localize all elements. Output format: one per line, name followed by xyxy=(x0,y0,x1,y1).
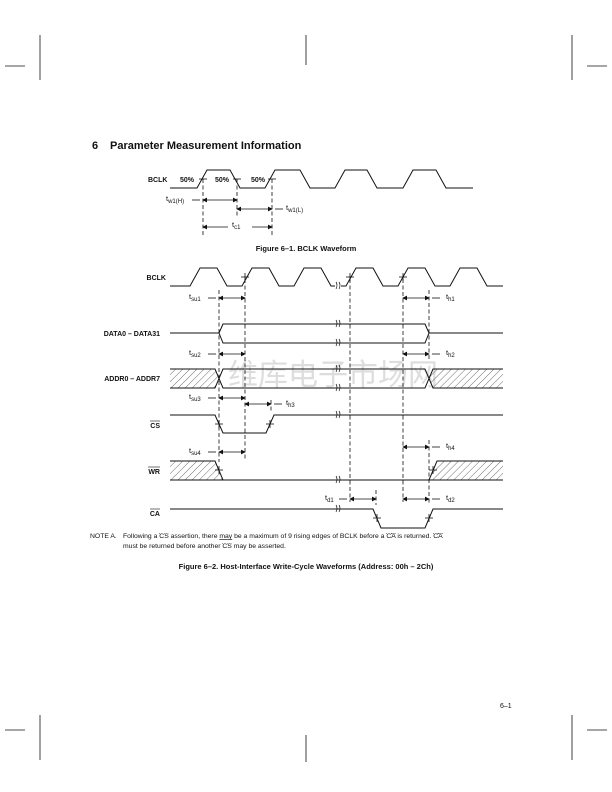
bclk-waveform xyxy=(170,169,473,189)
tw1h-label: tw1(H) xyxy=(166,194,184,205)
bclk-waveform xyxy=(170,267,503,287)
th3-label: th3 xyxy=(286,398,295,409)
addr-waveform xyxy=(170,368,503,389)
tc1-label: tc1 xyxy=(232,220,241,231)
cs-label: CS xyxy=(150,423,160,430)
timing-labels: tsu1 th1 tsu2 th2 tsu3 th3 tsu4 th4 td1 … xyxy=(189,292,455,504)
data-waveform xyxy=(170,323,503,344)
th1-label: th1 xyxy=(446,292,455,303)
data-bus-label: DATA0 – DATA31 xyxy=(104,331,160,338)
pct-label: 50% xyxy=(215,177,230,184)
ca-label: CA xyxy=(150,511,160,518)
ca-waveform xyxy=(170,508,503,529)
edge-markers xyxy=(215,466,437,474)
page-number: 6–1 xyxy=(500,703,512,710)
section-title: Parameter Measurement Information xyxy=(110,140,302,152)
figure-1-caption: Figure 6–1. BCLK Waveform xyxy=(256,244,357,253)
figure-6-2: BCLK tsu1 th1 xyxy=(90,267,503,571)
bclk-label: BCLK xyxy=(148,177,167,184)
section-number: 6 xyxy=(92,140,98,152)
pct-label: 50% xyxy=(180,177,195,184)
th4-label: th4 xyxy=(446,441,455,452)
watermark: 维库电子市场网 xyxy=(228,359,438,392)
tsu4-label: tsu4 xyxy=(189,446,201,457)
tsu2-label: tsu2 xyxy=(189,348,201,359)
cs-waveform xyxy=(170,414,503,434)
pct-label: 50% xyxy=(251,177,266,184)
figure-2-caption: Figure 6–2. Host-Interface Write-Cycle W… xyxy=(179,562,434,571)
note-label: NOTE A. xyxy=(90,533,117,540)
tw1l-label: tw1(L) xyxy=(286,203,303,214)
edge-markers xyxy=(241,273,407,281)
bclk-label: BCLK xyxy=(147,275,166,282)
note-text-line2: must be returned before another CS may b… xyxy=(123,543,286,550)
crop-marks xyxy=(5,35,607,762)
addr-bus-label: ADDR0 – ADDR7 xyxy=(104,376,160,383)
timing-arrows xyxy=(208,295,440,502)
td1-label: td1 xyxy=(325,493,334,504)
note-text: Following a CS assertion, there may be a… xyxy=(123,533,443,540)
edge-markers xyxy=(373,514,433,522)
edge-markers xyxy=(215,420,274,428)
break-marks xyxy=(335,281,341,513)
figure-6-1: BCLK 50% 50% 50% tw1(H) tw1(L) tc1 Figur… xyxy=(148,169,473,253)
th2-label: th2 xyxy=(446,348,455,359)
wr-label: WR xyxy=(148,469,160,476)
tsu1-label: tsu1 xyxy=(189,292,201,303)
td2-label: td2 xyxy=(446,493,455,504)
wr-waveform xyxy=(170,460,503,481)
tsu3-label: tsu3 xyxy=(189,392,201,403)
